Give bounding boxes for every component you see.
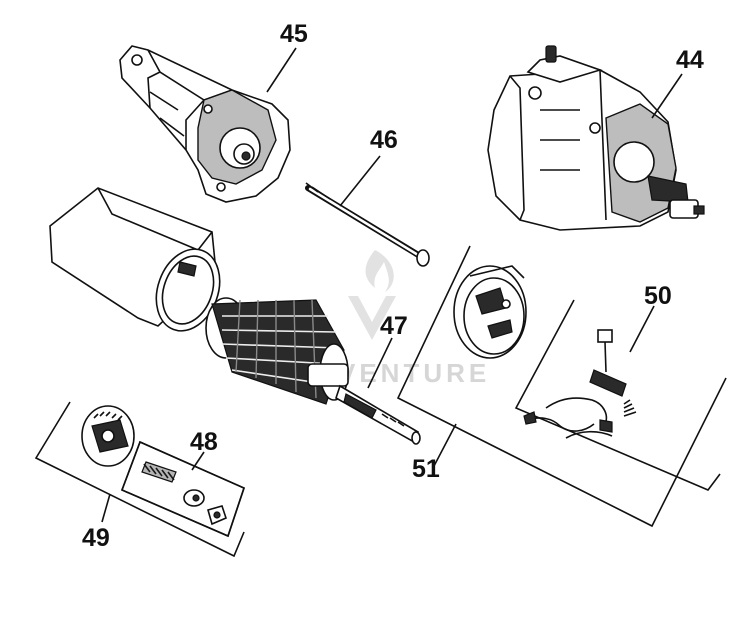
leader-line-49 [101,493,111,523]
leader-line-45 [266,47,297,93]
field-frame-housing-icon [49,187,221,332]
leader-line-51 [433,423,457,467]
callout-48: 48 [190,428,218,456]
leader-line-50 [629,305,655,353]
leader-line-44 [651,73,683,119]
callout-45: 45 [280,20,308,48]
leader-line-46 [339,155,381,207]
callout-51: 51 [412,455,440,483]
commutator-end-cap-kit-icon [396,245,727,528]
watermark: VENTURE [338,250,490,388]
watermark-v-icon [348,296,396,340]
leader-line-47 [367,337,393,389]
starter-motor-assembly-icon [487,45,705,231]
armature-icon [205,297,421,445]
callout-47: 47 [380,312,408,340]
through-bolt-icon [305,182,430,267]
leader-line-48 [191,451,205,471]
drive-spring-kit-icon [120,440,245,538]
pinion-drive-kit-icon [34,401,245,558]
callout-50: 50 [644,282,672,310]
callout-46: 46 [370,126,398,154]
brush-kit-icon [514,299,721,491]
callout-49: 49 [82,524,110,552]
watermark-text: VENTURE [338,358,490,388]
watermark-flame-icon [365,250,394,292]
drive-end-bracket-icon [119,45,291,203]
callout-44: 44 [676,46,704,74]
